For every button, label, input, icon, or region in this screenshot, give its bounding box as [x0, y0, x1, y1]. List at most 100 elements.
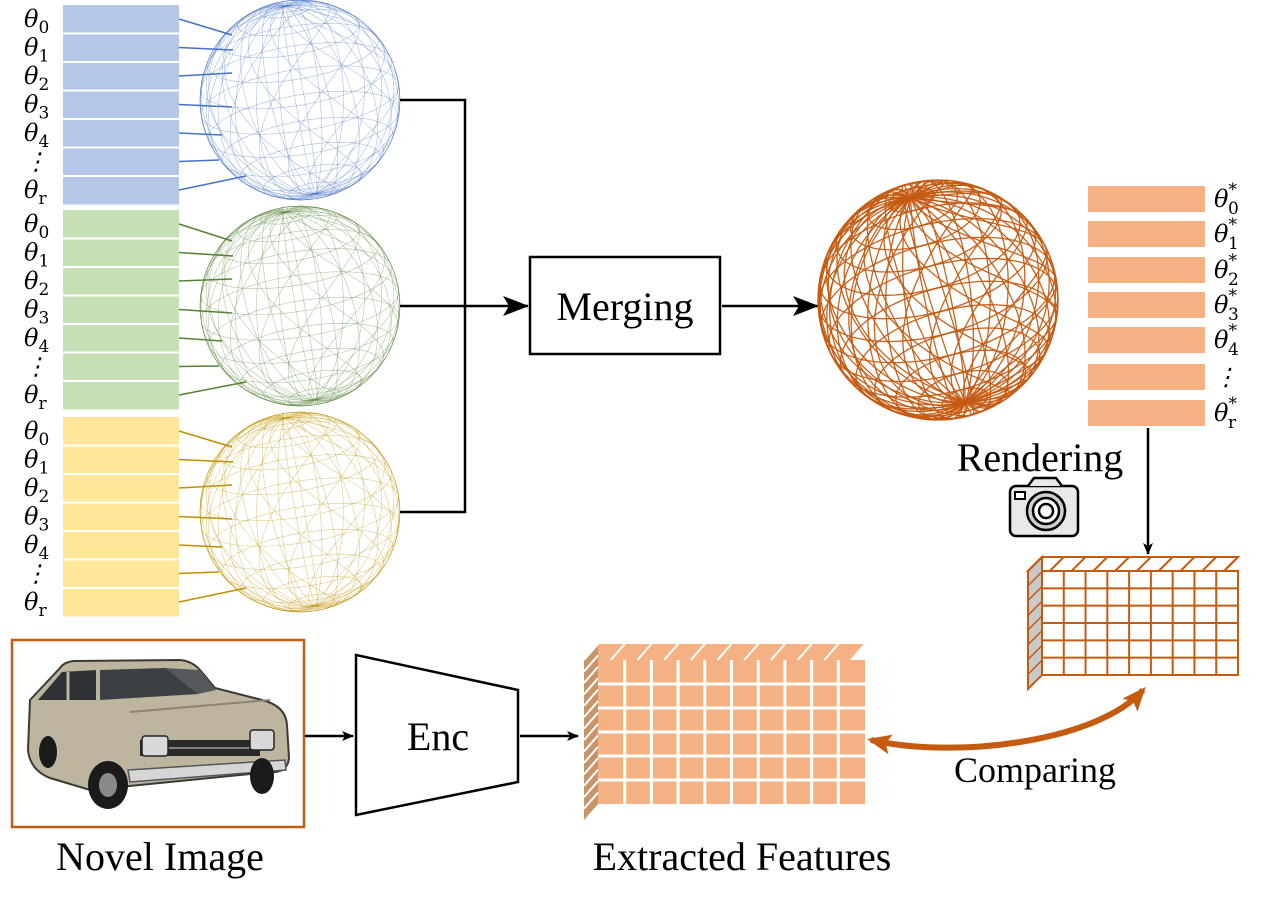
param-theta-label: θ2 — [24, 62, 49, 95]
rendered-param-bar — [1088, 364, 1205, 390]
theta-subscript: 2 — [38, 487, 49, 507]
param-stack — [63, 417, 179, 617]
extracted-features-label: Extracted Features — [593, 834, 892, 879]
param-theta-label: θr — [24, 176, 47, 209]
param-connector-line — [178, 365, 220, 368]
connector-yellow — [400, 306, 467, 514]
rendered-theta-label: ⋮ — [1214, 363, 1238, 391]
rendered-feature-cube — [1025, 554, 1241, 692]
theta-symbol: θ — [24, 503, 39, 531]
rendering-label: Rendering — [957, 435, 1124, 480]
param-stack — [63, 5, 179, 205]
novel-image-label: Novel Image — [56, 834, 264, 879]
param-connector-line — [178, 571, 220, 575]
theta-subscript: 3 — [38, 309, 49, 329]
theta-symbol: θ — [24, 324, 39, 352]
wireframe-sphere — [817, 179, 1059, 421]
param-connector-line — [178, 18, 233, 36]
theta-subscript: r — [38, 189, 47, 209]
theta-symbol: θ — [24, 474, 39, 502]
param-theta-label: θ1 — [24, 446, 49, 479]
param-connector-line — [178, 308, 233, 314]
theta-symbol: θ — [24, 531, 39, 559]
theta-subscript: 0 — [38, 430, 49, 450]
theta-symbol: ⋮ — [24, 560, 48, 588]
theta-subscript: 4 — [38, 544, 49, 564]
theta-subscript: 1 — [38, 459, 49, 479]
car-photo — [26, 658, 291, 809]
param-theta-label: θr — [24, 588, 47, 621]
param-connector-line — [178, 175, 247, 191]
param-theta-label: θ4 — [24, 531, 49, 564]
theta-symbol: θ — [24, 296, 39, 324]
theta-symbol: θ — [24, 239, 39, 267]
param-theta-label: θ2 — [24, 474, 49, 507]
theta-subscript: 3 — [38, 516, 49, 536]
param-connector-line — [178, 46, 234, 51]
wireframe-sphere — [199, 205, 401, 407]
param-connector-line — [178, 223, 233, 242]
param-theta-label: θ4 — [24, 119, 49, 152]
theta-subscript: 0 — [38, 18, 49, 38]
theta-subscript: 3 — [38, 104, 49, 124]
param-connector-line — [178, 103, 233, 108]
param-theta-label: θ4 — [24, 324, 49, 357]
theta-subscript: r — [38, 394, 47, 414]
theta-symbol: θ — [24, 91, 39, 119]
rendered-param-bar — [1088, 400, 1205, 426]
param-connector-line — [178, 430, 233, 448]
theta-subscript: 1 — [38, 47, 49, 67]
param-theta-label: θ0 — [24, 5, 49, 38]
rendered-param-group: θ*0θ*1θ*2θ*3θ*4⋮θ*r — [1088, 180, 1239, 433]
param-connector-line — [178, 337, 223, 342]
theta-symbol: ⋮ — [24, 148, 48, 176]
theta-subscript: 2 — [38, 75, 49, 95]
theta-symbol: θ — [24, 588, 39, 616]
connector-blue — [400, 98, 467, 306]
theta-symbol: θ — [24, 381, 39, 409]
theta-symbol: θ — [24, 62, 39, 90]
param-theta-label: θ3 — [24, 503, 49, 536]
param-connector-line — [178, 159, 220, 163]
comparing-label: Comparing — [954, 750, 1116, 790]
rendered-param-bar — [1088, 186, 1205, 212]
param-connector-line — [178, 484, 233, 489]
novel-image-frame — [10, 638, 306, 829]
merging-box: Merging — [528, 255, 722, 356]
theta-subscript: 4 — [38, 132, 49, 152]
rendered-theta-label: θ*0 — [1214, 180, 1239, 219]
param-connector-line — [178, 544, 223, 548]
theta-symbol: θ — [24, 446, 39, 474]
theta-subscript: 2 — [38, 280, 49, 300]
rendered-theta-label: θ*r — [1214, 394, 1237, 433]
param-connector-line — [178, 458, 234, 463]
rendered-param-bar — [1088, 292, 1205, 318]
wireframe-sphere — [199, 411, 401, 613]
param-theta-label: ⋮ — [24, 560, 48, 588]
wireframe-sphere — [199, 0, 401, 201]
rendered-param-bar — [1088, 221, 1205, 247]
rendered-theta-label: θ*3 — [1214, 286, 1239, 325]
theta-symbol: θ — [24, 267, 39, 295]
theta-symbol: θ — [24, 34, 39, 62]
param-theta-label: θ0 — [24, 210, 49, 243]
rendered-theta-label: θ*1 — [1214, 215, 1239, 254]
merged-mesh-sphere — [817, 179, 1059, 421]
param-theta-label: θ0 — [24, 417, 49, 450]
theta-symbol: θ — [24, 119, 39, 147]
theta-symbol: θ — [24, 417, 39, 445]
param-theta-label: ⋮ — [24, 353, 48, 381]
theta-symbol: ⋮ — [24, 353, 48, 381]
theta-subscript: 4 — [38, 337, 49, 357]
param-theta-label: θ1 — [24, 239, 49, 272]
merge-connectors — [400, 98, 529, 514]
param-theta-label: θ3 — [24, 91, 49, 124]
param-theta-label: θ2 — [24, 267, 49, 300]
param-connector-line — [178, 72, 233, 77]
extracted-feature-cube — [583, 643, 866, 820]
theta-subscript: r — [38, 601, 47, 621]
